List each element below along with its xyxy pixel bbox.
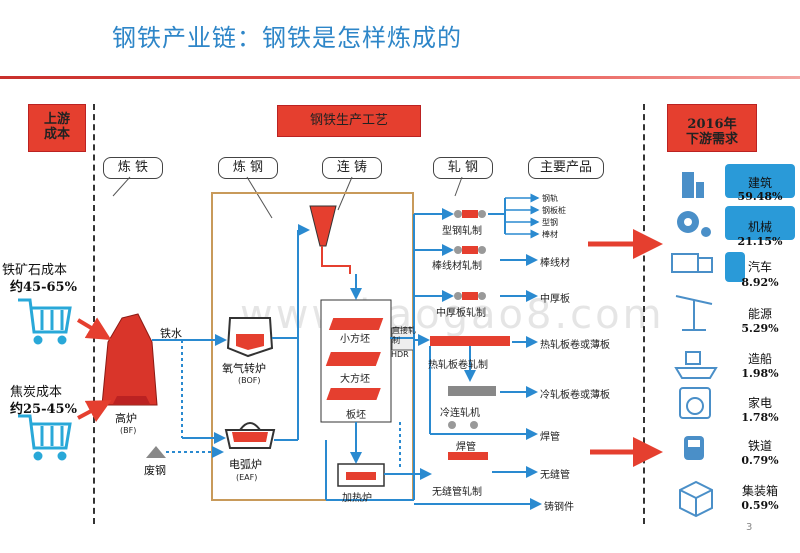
downstream-divider (643, 104, 645, 524)
stage-products: 主要产品 (528, 157, 604, 179)
building-icon (682, 172, 704, 198)
eaf-label: 电弧炉 (229, 458, 262, 471)
demand-value-5: 1.78% (741, 411, 779, 424)
ladle-shape (309, 205, 337, 247)
stage-steelmaking: 炼 钢 (218, 157, 278, 179)
product-casting: 铸钢件 (544, 502, 574, 513)
demand-value-6: 0.79% (741, 454, 779, 467)
demand-highlight-machinery (725, 206, 795, 240)
slab-shape (326, 388, 381, 400)
rolling-wire: 棒线材轧制 (432, 261, 482, 272)
product-seamless: 无缝管 (540, 470, 570, 481)
demand-value-0: 59.48% (737, 190, 783, 203)
eaf-en: (EAF) (236, 473, 258, 482)
downstream-header: 2016年 下游需求 (667, 104, 757, 152)
washer-icon (679, 387, 711, 419)
upstream-header-text: 上游成本 (43, 112, 70, 142)
coke-cost-label: 焦炭成本 约25-45% (10, 384, 77, 418)
container-icon (679, 480, 713, 518)
scrap-shape (146, 446, 166, 458)
ore-cost-label: 铁矿石成本 约45-65% (2, 262, 77, 296)
upstream-divider (93, 104, 95, 524)
demand-value-3: 5.29% (741, 322, 779, 335)
product-cold-coil: 冷轧板卷或薄板 (540, 390, 610, 401)
ore-cost-line1: 铁矿石成本 (2, 263, 68, 278)
demand-name-7: 集装箱 (741, 484, 778, 498)
demand-value-4: 1.98% (741, 367, 779, 380)
demand-highlight-construction (725, 164, 795, 198)
blast-furnace-label: 高炉 (115, 412, 137, 425)
product-welded-pipe: 焊管 (540, 432, 560, 443)
rolling-cold: 冷连轧机 (440, 408, 480, 419)
rolling-welded: 焊管 (456, 442, 476, 453)
small-billet-label: 小方坯 (340, 334, 370, 345)
product-hot-coil: 热轧板卷或薄板 (540, 340, 610, 351)
demand-highlight-auto (725, 252, 745, 282)
product-wire: 棒线材 (540, 258, 570, 269)
large-billet-shape (325, 352, 381, 366)
slide-title: 钢铁产业链：钢铁是怎样炼成的 (112, 24, 462, 52)
reheat-furnace-label: 加热炉 (342, 493, 372, 504)
product-bar: 棒材 (542, 230, 558, 239)
title-divider (0, 76, 800, 79)
process-header: 钢铁生产工艺 (277, 105, 421, 137)
gear-icon (677, 211, 711, 237)
bof-en: (BOF) (238, 376, 261, 385)
truck-icon (671, 253, 713, 273)
rolling-seamless: 无缝管轧制 (432, 487, 482, 498)
demand-value-2: 8.92% (741, 276, 779, 289)
demand-name-6: 铁道 (747, 439, 772, 453)
product-rail: 钢轨 (542, 194, 558, 203)
rolling-section: 型钢轧制 (442, 226, 482, 237)
bof-label: 氧气转炉 (222, 362, 266, 375)
hdr-abbrev: HDR (391, 350, 409, 359)
stage-casting: 连 铸 (322, 157, 382, 179)
product-section: 型钢 (542, 218, 558, 227)
blast-furnace-en: (BF) (120, 426, 137, 435)
coke-cost-line1: 焦炭成本 (10, 385, 63, 400)
demand-name-5: 家电 (747, 396, 772, 410)
pumpjack-icon (675, 295, 713, 331)
blast-furnace-shape (101, 313, 158, 406)
demand-name-4: 造船 (747, 352, 772, 366)
molten-iron-label: 铁水 (160, 327, 182, 340)
ore-cost-line2: 约45-65% (10, 280, 77, 295)
downstream-header-text: 下游需求 (685, 132, 738, 147)
upstream-header: 上游成本 (28, 104, 86, 152)
demand-value-7: 0.59% (741, 499, 779, 512)
page-number: 3 (746, 522, 753, 533)
slab-label: 板坯 (346, 410, 366, 421)
large-billet-label: 大方坯 (340, 374, 370, 385)
small-billet-shape (328, 318, 384, 330)
downstream-year: 2016年 (687, 117, 737, 132)
cart-icon-ore (18, 298, 72, 345)
stage-rolling: 轧 钢 (433, 157, 493, 179)
scrap-label: 废钢 (144, 464, 166, 477)
demand-name-3: 能源 (747, 307, 772, 321)
ship-icon (674, 351, 718, 379)
product-plate: 中厚板 (540, 294, 570, 305)
demand-name-1: 机械 (747, 220, 772, 234)
demand-value-1: 21.15% (737, 235, 783, 248)
stage-ironmaking: 炼 铁 (103, 157, 163, 179)
rolling-hot: 热轧板卷轧制 (428, 360, 488, 371)
demand-name-0: 建筑 (747, 176, 772, 190)
train-icon (684, 436, 704, 460)
hdr-label: 直接轧制 (392, 326, 416, 345)
coke-cost-line2: 约25-45% (10, 402, 77, 417)
cart-icon-coke (18, 414, 72, 461)
demand-name-2: 汽车 (747, 260, 772, 274)
product-sheet-pile: 钢板桩 (542, 206, 566, 215)
rolling-plate: 中厚板轧制 (436, 308, 486, 319)
